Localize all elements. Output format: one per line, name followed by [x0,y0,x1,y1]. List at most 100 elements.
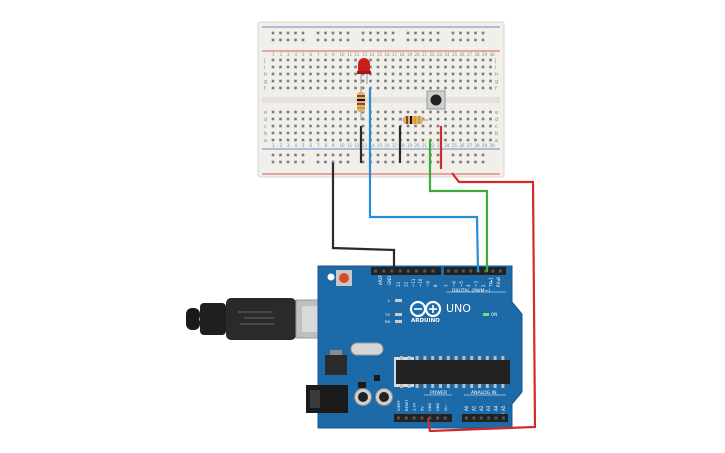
breadboard-hole [481,117,485,121]
breadboard-hole [406,79,410,83]
breadboard-hole [466,138,470,142]
rail-hole [414,160,417,164]
breadboard-hole [399,86,402,90]
rail-hole [316,38,320,42]
breadboard-hole [474,58,477,62]
wire-led-blue[interactable] [368,88,480,273]
rail-hole [391,31,395,35]
rail-hole [384,160,387,164]
rail-hole [286,160,290,164]
rail-hole [451,153,455,157]
breadboard-hole [451,86,455,90]
rail-hole [316,160,320,164]
push-button[interactable] [426,90,446,110]
rail-hole [414,38,417,42]
rail-hole [429,31,432,35]
breadboard[interactable]: 1122334455667788991010111112121313141415… [257,21,505,178]
column-number: 19 [407,52,413,57]
breadboard-hole [399,79,402,83]
smd-component [374,375,380,381]
column-number: 11 [347,52,353,57]
breadboard-hole [309,131,312,135]
breadboard-hole [361,124,365,128]
chip-pin [423,384,427,388]
rail-hole [474,31,477,35]
breadboard-hole [301,58,305,62]
resistor-vertical[interactable] [357,86,365,120]
wire-gnd-black[interactable] [331,163,396,272]
column-number: 7 [317,143,320,148]
rail-hole [331,153,335,157]
breadboard-hole [489,117,492,121]
breadboard-hole [331,124,335,128]
breadboard-hole [429,65,432,69]
breadboard-hole [414,124,417,128]
breadboard-hole [421,110,425,114]
rail-hole [459,31,462,35]
breadboard-hole [316,124,320,128]
analog-pin-label: A5 [501,405,506,411]
column-number: 3 [287,52,290,57]
breadboard-hole [421,138,425,142]
breadboard-hole [414,65,417,69]
rail-hole [369,31,372,35]
breadboard-hole [339,58,342,62]
breadboard-hole [466,72,470,76]
breadboard-hole [474,65,477,69]
resistor-horizontal[interactable] [398,116,428,124]
red-led[interactable] [357,58,371,84]
breadboard-hole [436,131,440,135]
breadboard-hole [316,65,320,69]
breadboard-hole [474,110,477,114]
breadboard-hole [444,58,447,62]
breadboard-hole [399,65,402,69]
breadboard-hole [279,131,282,135]
column-number: 9 [332,143,335,148]
board-brand: ARDUINO [411,318,440,324]
push-button-cap[interactable] [430,94,442,106]
wire-button-green[interactable] [428,140,489,272]
rail-hole [376,160,380,164]
breadboard-hole [271,110,275,114]
breadboard-hole [286,86,290,90]
breadboard-hole [399,72,402,76]
breadboard-hole [406,58,410,62]
breadboard-hole [429,110,432,114]
resistor-band [357,107,365,109]
row-letter: j [494,58,496,64]
reset-button[interactable] [339,273,349,283]
breadboard-hole [294,138,297,142]
breadboard-hole [301,117,305,121]
column-number: 11 [347,143,353,148]
rail-hole [294,160,297,164]
column-number: 1 [272,52,275,57]
rail-hole [301,160,305,164]
resistor-band [357,95,365,97]
breadboard-center-channel [262,97,500,103]
breadboard-hole [354,131,357,135]
breadboard-hole [459,138,462,142]
breadboard-hole [421,86,425,90]
usb-cable-boot [200,303,226,335]
rail-hole [369,38,372,42]
chip-pin [446,356,450,360]
column-number: 2 [280,143,283,148]
column-number: 6 [310,143,313,148]
breadboard-hole [294,79,297,83]
breadboard-hole [481,58,485,62]
breadboard-hole [316,131,320,135]
column-number: 17 [392,52,398,57]
breadboard-hole [459,86,462,90]
breadboard-hole [459,117,462,121]
wire-5v-red[interactable] [426,172,537,433]
power-pin-label: RESET [405,399,409,411]
breadboard-hole [376,131,380,135]
rail-hole [376,153,380,157]
header-pin [428,416,432,420]
analog-pin-label: A4 [494,405,499,411]
rail-hole [459,38,462,42]
breadboard-hole [384,86,387,90]
header-pin [484,269,487,273]
